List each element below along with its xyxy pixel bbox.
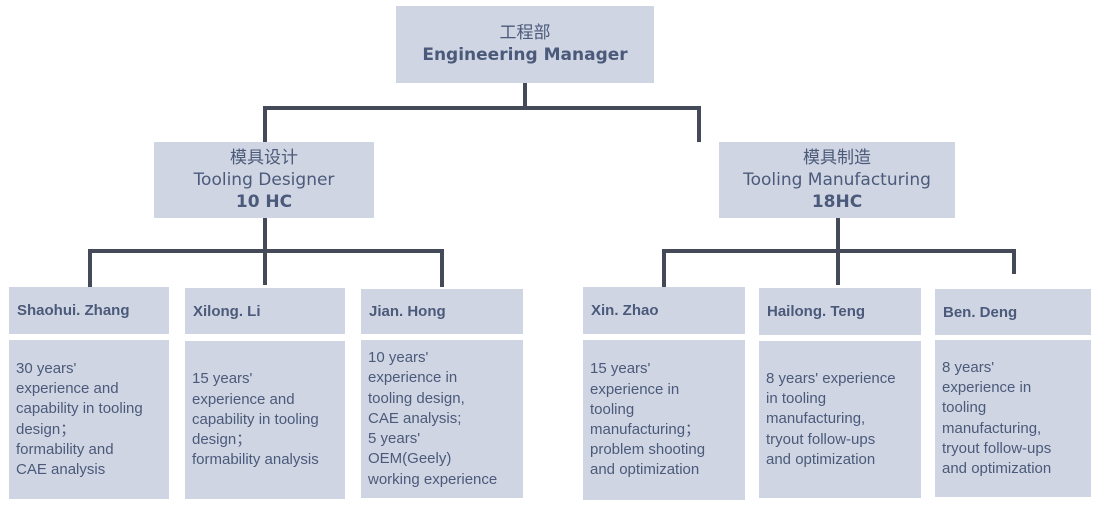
member-description-card: 8 years' experience in tooling manufactu…	[935, 340, 1091, 497]
member-description-card: 15 years' experience and capability in t…	[185, 341, 345, 499]
member-description-card: 15 years' experience in tooling manufact…	[583, 340, 745, 500]
member-name-card: Jian. Hong	[361, 289, 523, 334]
member-description-card: 8 years' experience in tooling manufactu…	[759, 341, 921, 498]
root-node: 工程部 Engineering Manager	[396, 6, 654, 83]
department-title-en: Tooling Manufacturing	[743, 170, 931, 190]
member-description: 15 years' experience in tooling manufact…	[590, 360, 706, 479]
member-name-card: Shaohui. Zhang	[9, 287, 169, 334]
member-description: 15 years' experience and capability in t…	[192, 370, 319, 469]
department-headcount: 18HC	[811, 192, 863, 212]
member-description: 10 years' experience in tooling design, …	[368, 349, 498, 488]
connector-member-1	[88, 249, 92, 287]
connector-designer-horizontal	[88, 249, 444, 253]
department-tooling-designer: 模具设计 Tooling Designer 10 HC	[154, 142, 374, 218]
connector-manufacturing-up	[697, 108, 701, 142]
member-description: 8 years' experience in tooling manufactu…	[942, 358, 1052, 477]
connector-root-down	[523, 83, 527, 109]
department-title-en: Tooling Designer	[193, 170, 335, 190]
department-title-cn: 模具设计	[230, 148, 298, 168]
department-title-cn: 模具制造	[803, 148, 871, 168]
connector-member-6	[1012, 249, 1016, 274]
root-title-en: Engineering Manager	[422, 45, 628, 65]
member-name-card: Ben. Deng	[935, 289, 1091, 335]
member-description: 8 years' experience in tooling manufactu…	[766, 369, 896, 468]
member-name-card: Xin. Zhao	[583, 287, 745, 334]
member-name: Xilong. Li	[193, 302, 261, 320]
member-name: Jian. Hong	[369, 303, 446, 320]
connector-member-3	[440, 249, 444, 287]
connector-designer-up	[263, 106, 267, 142]
department-headcount: 10 HC	[235, 192, 293, 212]
member-name: Shaohui. Zhang	[17, 302, 130, 319]
member-name: Ben. Deng	[943, 303, 1018, 321]
member-name-card: Xilong. Li	[185, 288, 345, 334]
member-description-card: 10 years' experience in tooling design, …	[361, 340, 523, 498]
member-name: Hailong. Teng	[767, 303, 866, 320]
root-title-cn: 工程部	[499, 23, 551, 43]
department-tooling-manufacturing: 模具制造 Tooling Manufacturing 18HC	[719, 142, 955, 218]
member-name: Xin. Zhao	[591, 302, 659, 319]
member-name-card: Hailong. Teng	[759, 288, 921, 335]
member-description: 30 years' experience and capability in t…	[16, 359, 143, 478]
connector-manufacturing-horizontal	[662, 249, 1016, 253]
connector-member-4	[662, 249, 666, 287]
member-description-card: 30 years' experience and capability in t…	[9, 340, 169, 499]
connector-root-horizontal	[263, 106, 701, 110]
